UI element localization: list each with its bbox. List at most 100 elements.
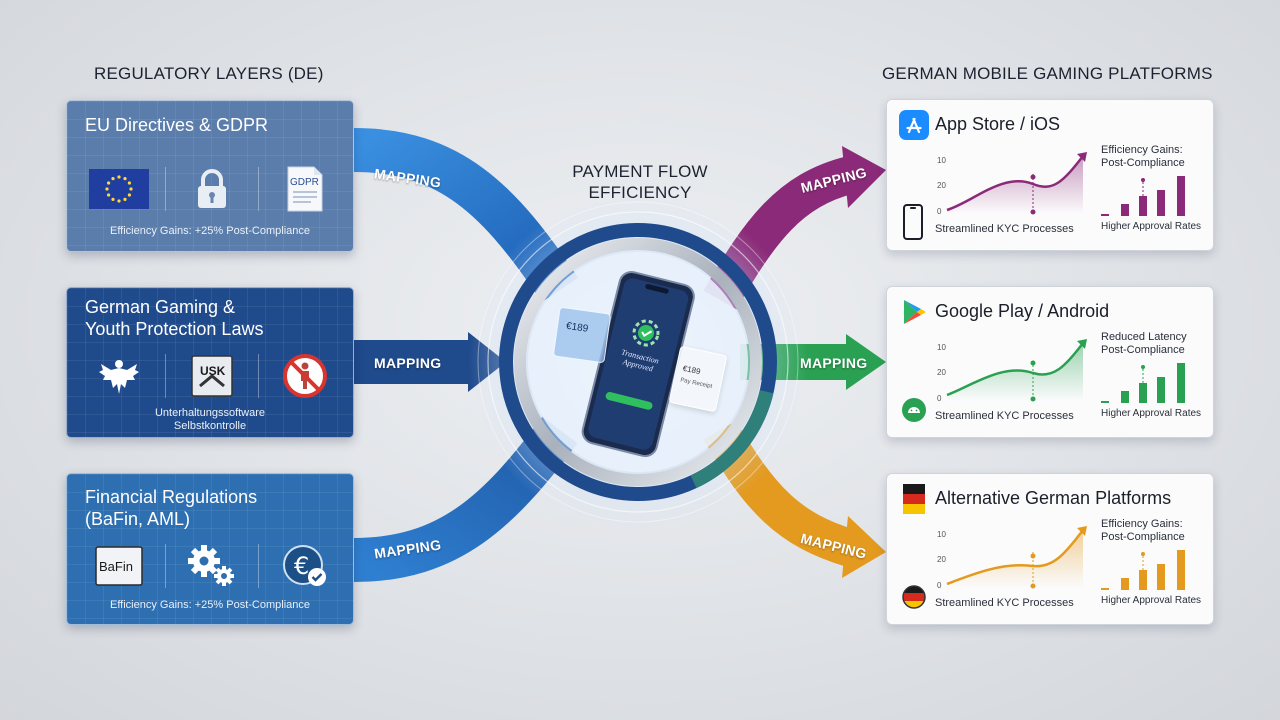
platform-title: Google Play / Android (935, 301, 1110, 321)
icon-divider (165, 354, 166, 398)
marker-dot (1030, 360, 1036, 366)
trend-line (946, 342, 1084, 397)
side-note-line2: Post-Compliance (1101, 157, 1185, 169)
hub-ripple (487, 211, 789, 513)
regulatory-card-title-line1: Financial Regulations (85, 487, 258, 507)
phone-screen (588, 278, 689, 450)
mapping-label-youth: MAPPING (374, 355, 442, 371)
kyc-label: Streamlined KYC Processes (935, 223, 1074, 235)
approval-bar (1177, 363, 1185, 403)
platform-card-android[interactable]: Google Play / Android 10 20 0 Streamline… (886, 286, 1214, 438)
kyc-label: Streamlined KYC Processes (935, 597, 1074, 609)
receipt-amount: €189 (681, 363, 702, 377)
phone-notch (645, 284, 669, 294)
approval-rate-label: Higher Approval Rates (1101, 408, 1202, 419)
german-eagle-icon (87, 350, 151, 402)
platforms-heading: GERMAN MOBILE GAMING PLATFORMS (882, 64, 1213, 83)
mapping-label-android: MAPPING (800, 355, 868, 371)
approval-bar (1101, 401, 1109, 403)
svg-text:€: € (294, 552, 309, 580)
transaction-card: €189 (552, 306, 612, 364)
hub-outer-ring (499, 223, 777, 501)
regulatory-card-title: German Gaming & Youth Protection Laws (85, 296, 263, 340)
trend-area (947, 530, 1083, 588)
check-circle (637, 324, 654, 341)
android-icon (901, 391, 926, 427)
platform-side-note: Efficiency Gains: Post-Compliance (1101, 518, 1207, 544)
side-note-line1: Reduced Latency (1101, 331, 1187, 343)
axis-tick: 20 (937, 181, 946, 190)
approval-bar (1101, 588, 1109, 590)
regulatory-card-caption: Unterhaltungssoftware Selbstkontrolle (67, 407, 353, 433)
no-youth-icon (273, 350, 337, 402)
approval-bar (1101, 214, 1109, 216)
bafin-label: BaFin (99, 559, 133, 574)
marker-dot (1030, 174, 1036, 180)
icon-divider (258, 354, 259, 398)
lock-icon (180, 163, 244, 215)
regulatory-card-caption-line2: Selbstkontrolle (173, 420, 247, 432)
approval-bar (1139, 570, 1147, 590)
regulatory-card-caption: Efficiency Gains: +25% Post-Compliance (67, 225, 353, 238)
approval-bar (1157, 564, 1165, 590)
app-store-icon (899, 110, 929, 140)
phone-illustration (581, 270, 695, 458)
approval-bar-chart (1101, 550, 1185, 590)
regulatory-card-eu-gdpr[interactable]: EU Directives & GDPR (66, 100, 354, 252)
trend-area (947, 156, 1083, 214)
approval-bar (1157, 377, 1165, 403)
platform-card-ios[interactable]: App Store / iOS 10 20 0 Streamlined KYC … (886, 99, 1214, 251)
approval-rate-label: Higher Approval Rates (1101, 221, 1202, 232)
side-note-line2: Post-Compliance (1101, 344, 1185, 356)
usk-label: USK (200, 364, 226, 378)
payment-flow-heading-line1: PAYMENT FLOW (572, 162, 708, 181)
flow-arrowhead-android (846, 334, 886, 390)
kyc-label: Streamlined KYC Processes (935, 410, 1074, 422)
axis-tick: 10 (937, 530, 946, 539)
axis-tick: 10 (937, 156, 946, 165)
marker-dot (1141, 178, 1145, 182)
gdpr-label: GDPR (290, 177, 319, 188)
platform-side-note: Efficiency Gains: Post-Compliance (1101, 144, 1207, 170)
regulatory-layers-heading: REGULATORY LAYERS (DE) (94, 64, 324, 83)
side-note-line1: Efficiency Gains: (1101, 518, 1183, 530)
german-pin-icon (901, 578, 926, 614)
gdpr-document-icon: GDPR (273, 163, 337, 215)
platform-title: App Store / iOS (935, 114, 1061, 134)
axis-tick: 10 (937, 343, 946, 352)
approval-bar (1157, 190, 1165, 216)
flow-arrowhead-alt (842, 516, 886, 578)
google-play-icon (899, 297, 929, 327)
regulatory-card-title: EU Directives & GDPR (85, 114, 268, 136)
regulatory-card-title-line1: EU Directives & GDPR (85, 115, 269, 135)
latency-trend-chart (946, 339, 1087, 402)
marker-dot (1030, 553, 1036, 559)
regulatory-card-title-line1: German Gaming & (85, 297, 236, 317)
marker-dot (1141, 552, 1145, 556)
marker-dot (1030, 209, 1036, 215)
approval-bar (1121, 204, 1129, 216)
approval-bar (1139, 383, 1147, 403)
marker-dot (1030, 396, 1036, 402)
axis-tick: 20 (937, 368, 946, 377)
regulatory-card-financial[interactable]: Financial Regulations (BaFin, AML) BaFin (66, 473, 354, 625)
receipt-subtitle: Pay Receipt (679, 377, 713, 391)
platform-side-note: Reduced Latency Post-Compliance (1101, 331, 1207, 357)
efficiency-trend-chart (946, 152, 1087, 215)
approval-bar-chart (1101, 176, 1185, 216)
platform-card-alternative[interactable]: Alternative German Platforms 10 20 0 Str… (886, 473, 1214, 625)
regulatory-icons: USK (87, 350, 337, 402)
side-note-line1: Efficiency Gains: (1101, 144, 1183, 156)
approval-bar (1139, 196, 1147, 216)
axis-tick: 20 (937, 555, 946, 564)
approval-bar (1177, 176, 1185, 216)
icon-divider (165, 544, 166, 588)
approval-bar (1121, 578, 1129, 590)
regulatory-card-youth-protection[interactable]: German Gaming & Youth Protection Laws US… (66, 287, 354, 438)
bafin-logo-icon: BaFin (87, 540, 151, 592)
axis-tick: 0 (937, 394, 942, 403)
efficiency-trend-chart (946, 526, 1087, 589)
flow-arrowhead-ios (842, 146, 886, 208)
axis-tick: 0 (937, 207, 942, 216)
